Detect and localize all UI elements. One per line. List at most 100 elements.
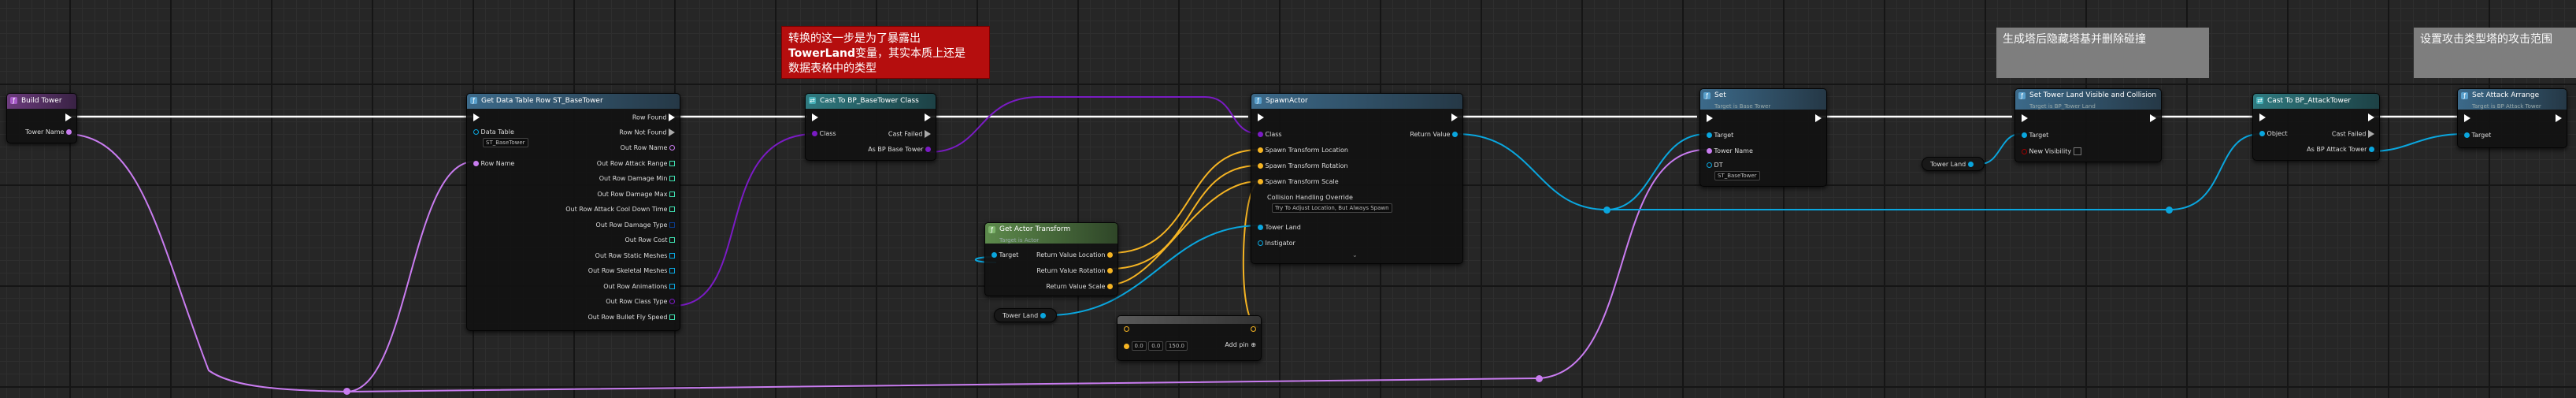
- reroute-knot[interactable]: [2166, 206, 2173, 214]
- vector-x-input[interactable]: 0.0: [1131, 341, 1147, 351]
- exec-out-pin[interactable]: [1815, 114, 1822, 123]
- return-location-pin[interactable]: Return Value Location: [1036, 251, 1113, 259]
- struct-out-pin[interactable]: [1251, 325, 1256, 333]
- exec-out-pin[interactable]: [1451, 113, 1458, 122]
- cast-failed-pin[interactable]: Cast Failed: [888, 130, 931, 139]
- exec-out-pin[interactable]: [2368, 113, 2374, 122]
- pin-label: Class: [1265, 131, 1282, 138]
- collision-combo[interactable]: Try To Adjust Location, But Always Spawn: [1272, 203, 1392, 213]
- cast-to-basetower-class-node[interactable]: ⇄Cast To BP_BaseTower Class Class Cast F…: [805, 93, 936, 161]
- exec-in-pin[interactable]: [2022, 114, 2028, 123]
- exec-in-pin[interactable]: [1258, 113, 1264, 122]
- vector-value-pin[interactable]: 0.0 0.0 150.0: [1124, 341, 1188, 351]
- row-output-pin[interactable]: Out Row Skeletal Meshes: [588, 267, 675, 275]
- struct-out-pin[interactable]: [1124, 325, 1129, 333]
- object-pin[interactable]: Object: [2259, 130, 2288, 138]
- exec-in-pin[interactable]: [1707, 114, 1713, 123]
- exec-out-pin[interactable]: [65, 113, 72, 122]
- target-pin[interactable]: Target: [2022, 132, 2048, 139]
- as-basetower-pin[interactable]: As BP Base Tower: [868, 146, 931, 154]
- comment-box-red[interactable]: 转换的这一步是为了暴露出 TowerLand变量，其实本质上还是 数据表格中的类…: [781, 26, 990, 79]
- row-output-pin[interactable]: Out Row Damage Type: [596, 221, 675, 229]
- row-output-pin[interactable]: Out Row Animations: [603, 283, 675, 291]
- vector-y-input[interactable]: 0.0: [1148, 341, 1164, 351]
- exec-in-pin[interactable]: [2259, 113, 2266, 122]
- target-pin[interactable]: Target: [991, 251, 1018, 259]
- reroute-knot[interactable]: [1536, 375, 1543, 382]
- cast-failed-pin[interactable]: Cast Failed: [2332, 130, 2374, 139]
- data-table-pin[interactable]: Data Table: [473, 128, 514, 136]
- make-vector-node[interactable]: 0.0 0.0 150.0 Add pin ⊕: [1117, 315, 1262, 361]
- tower-land-variable[interactable]: Tower Land: [994, 308, 1057, 322]
- spawn-rotation-pin[interactable]: Spawn Transform Rotation: [1258, 162, 1348, 170]
- spawn-scale-pin[interactable]: Spawn Transform Scale: [1258, 178, 1339, 186]
- exec-in-pin[interactable]: [812, 113, 818, 122]
- row-output-pin[interactable]: Out Row Damage Min: [599, 175, 675, 183]
- expand-chevron-icon[interactable]: ⌄: [1352, 251, 1358, 259]
- comment-box-gray[interactable]: 设置攻击类型塔的攻击范围: [2414, 28, 2576, 78]
- exec-in-pin[interactable]: [473, 113, 480, 122]
- instigator-pin[interactable]: Instigator: [1258, 240, 1295, 247]
- vector-z-input[interactable]: 150.0: [1165, 341, 1188, 351]
- exec-out-pin[interactable]: [2556, 114, 2562, 123]
- object-wire: [1606, 133, 1707, 210]
- row-output-pin[interactable]: Out Row Bullet Fly Speed: [587, 314, 675, 322]
- exec-out-pin[interactable]: [2150, 114, 2156, 123]
- row-output-pin[interactable]: Out Row Cost: [625, 236, 675, 244]
- reroute-knot[interactable]: [343, 388, 350, 395]
- row-output-pin[interactable]: Out Row Class Type: [606, 298, 675, 306]
- node-title: Build Tower: [21, 97, 62, 105]
- row-output-pin[interactable]: Out Row Attack Range: [597, 160, 675, 168]
- spawn-location-pin[interactable]: Spawn Transform Location: [1258, 147, 1348, 154]
- comment-box-gray[interactable]: 生成塔后隐藏塔基并删除碰撞: [1996, 28, 2209, 78]
- object-pin-icon: [1967, 162, 1974, 167]
- exec-in-pin[interactable]: [2464, 114, 2470, 123]
- node-header[interactable]: [1118, 316, 1261, 324]
- class-pin[interactable]: Class: [1258, 131, 1282, 139]
- target-pin[interactable]: Target: [2464, 132, 2491, 139]
- tower-land-pin[interactable]: Tower Land: [1258, 224, 1301, 232]
- row-name-pin[interactable]: Row Name: [473, 160, 514, 168]
- tower-name-pin[interactable]: Tower Name: [25, 128, 72, 136]
- data-table-combo[interactable]: ST_BaseTower: [483, 138, 528, 147]
- row-not-found-pin[interactable]: Row Not Found: [619, 128, 675, 137]
- return-value-pin[interactable]: Return Value: [1410, 131, 1458, 139]
- row-output-pin[interactable]: Out Row Attack Cool Down Time: [565, 206, 675, 214]
- target-pin[interactable]: Target: [1707, 132, 1733, 139]
- row-output-pin[interactable]: Out Row Damage Max: [597, 191, 675, 199]
- comment-line: TowerLand变量，其实本质上还是: [788, 46, 983, 61]
- as-attacktower-pin[interactable]: As BP Attack Tower: [2307, 146, 2374, 154]
- add-pin-button[interactable]: Add pin ⊕: [1225, 341, 1256, 349]
- row-found-pin[interactable]: Row Found: [632, 113, 675, 122]
- row-output-pin[interactable]: Out Row Name: [621, 144, 675, 152]
- reroute-knot[interactable]: [1603, 206, 1610, 214]
- visibility-checkbox[interactable]: [2073, 147, 2081, 155]
- class-pin[interactable]: Class: [812, 130, 836, 138]
- return-rotation-pin[interactable]: Return Value Rotation: [1036, 267, 1113, 275]
- dt-combo[interactable]: ST_BaseTower: [1714, 171, 1760, 180]
- row-output-pin[interactable]: Out Row Static Meshes: [595, 252, 675, 260]
- new-visibility-pin[interactable]: New Visibility: [2022, 147, 2081, 156]
- node-header[interactable]: ⇄Cast To BP_AttackTower: [2253, 94, 2379, 109]
- node-header[interactable]: ⇄Cast To BP_BaseTower Class: [806, 94, 936, 109]
- exec-out-pin[interactable]: [925, 113, 931, 122]
- tower-land-variable[interactable]: Tower Land: [1922, 157, 1985, 171]
- dt-pin[interactable]: DT: [1707, 162, 1723, 169]
- tower-name-pin[interactable]: Tower Name: [1707, 147, 1753, 155]
- cast-to-attacktower-node[interactable]: ⇄Cast To BP_AttackTower Object Cast Fail…: [2252, 93, 2380, 161]
- return-scale-pin[interactable]: Return Value Scale: [1046, 283, 1113, 291]
